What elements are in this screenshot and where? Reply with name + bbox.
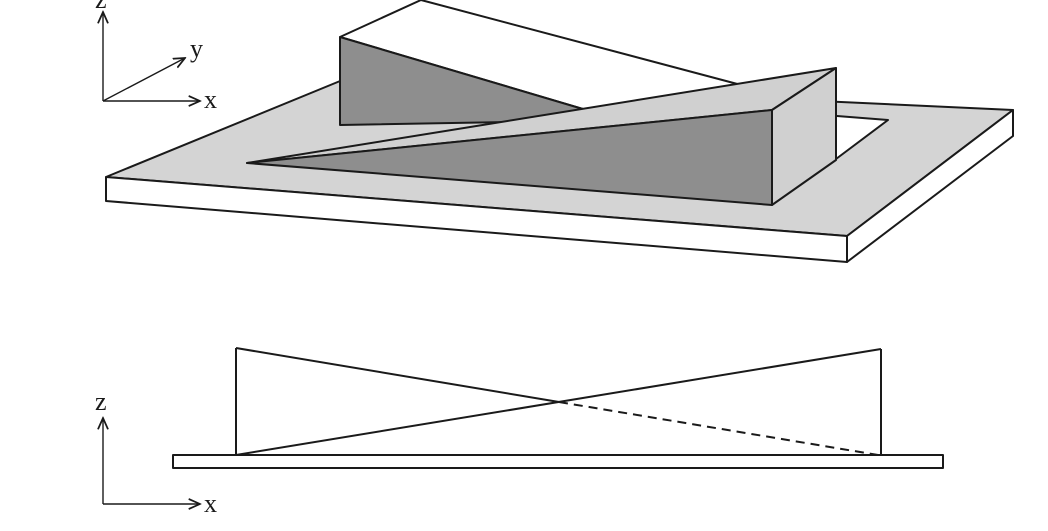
side-right-wedge bbox=[235, 348, 882, 456]
plate-right-face bbox=[846, 109, 1014, 263]
side-left-wedge-slope-hidden bbox=[558, 401, 879, 456]
rear-wedge-side-face bbox=[339, 36, 621, 126]
iso-z-label: z bbox=[95, 0, 107, 14]
iso-axes: z y x bbox=[95, 0, 217, 114]
side-plate bbox=[172, 454, 944, 469]
front-wedge-end-face bbox=[771, 67, 837, 206]
iso-x-label: x bbox=[204, 85, 217, 114]
rear-wedge bbox=[339, 0, 761, 126]
isometric-view: z y x bbox=[95, 0, 1014, 263]
side-left-wedge-slope-visible bbox=[235, 347, 560, 403]
side-left-wedge bbox=[235, 347, 879, 456]
side-z-label: z bbox=[95, 387, 107, 416]
side-axes: z x bbox=[95, 387, 217, 518]
iso-y-label: y bbox=[190, 34, 203, 63]
side-right-wedge-slope bbox=[235, 348, 882, 456]
iso-y-axis bbox=[102, 58, 185, 102]
side-view: z x bbox=[95, 347, 944, 518]
front-wedge bbox=[246, 67, 837, 206]
side-x-label: x bbox=[204, 489, 217, 518]
